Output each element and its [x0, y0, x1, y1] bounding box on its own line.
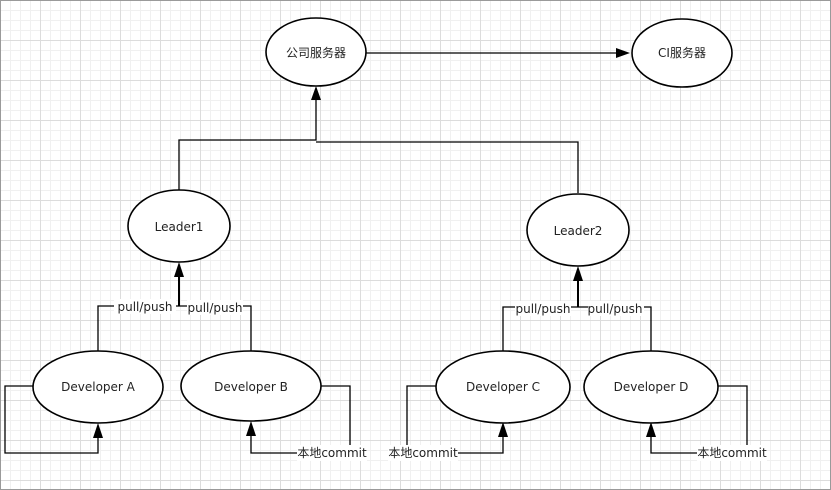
edge-leader1-to-company — [178, 100, 317, 190]
label-bg-c-local — [388, 445, 458, 461]
node-ci-server: CI服务器 — [631, 18, 733, 88]
label-bg-d-local — [697, 445, 767, 461]
node-developer-d: Developer D — [583, 350, 719, 424]
node-label-leader1: Leader1 — [155, 220, 204, 234]
arrowhead-leader2 — [573, 266, 583, 281]
node-label-developer-b: Developer B — [214, 380, 288, 394]
edge-label-b-pull-push: pull/push — [187, 301, 242, 315]
label-bg-c — [515, 301, 571, 316]
node-leader2: Leader2 — [526, 193, 630, 267]
node-company-server: 公司服务器 — [265, 17, 367, 87]
arrowhead-leader1 — [174, 262, 184, 277]
node-label-developer-a: Developer A — [61, 380, 136, 394]
label-bg-a — [114, 299, 176, 314]
node-developer-c: Developer C — [435, 350, 571, 424]
label-bg-b — [187, 300, 243, 315]
edge-label-c-pull-push: pull/push — [515, 302, 570, 316]
arrowhead-deva-local — [93, 423, 103, 438]
node-developer-a: Developer A — [32, 350, 164, 424]
node-label-company-server: 公司服务器 — [286, 45, 346, 60]
edge-deva-local-loop — [4, 385, 99, 454]
node-label-developer-d: Developer D — [614, 380, 689, 394]
arrowhead-ci — [616, 48, 630, 58]
edge-label-d-pull-push: pull/push — [587, 302, 642, 316]
arrowhead-devc-local — [498, 422, 508, 437]
node-label-ci-server: CI服务器 — [658, 45, 706, 60]
arrowhead-devd-local — [646, 422, 656, 437]
edge-label-c-local-commit: 本地commit — [388, 446, 458, 460]
node-developer-b: Developer B — [180, 350, 322, 422]
node-label-developer-c: Developer C — [466, 380, 540, 394]
label-bg-b-local — [297, 445, 367, 461]
arrowhead-company — [311, 86, 321, 100]
label-bg-d — [588, 301, 644, 316]
node-leader1: Leader1 — [127, 189, 231, 263]
edge-label-b-local-commit: 本地commit — [297, 446, 367, 460]
arrowhead-devb-local — [246, 421, 256, 436]
edge-label-d-local-commit: 本地commit — [697, 446, 767, 460]
node-label-leader2: Leader2 — [554, 224, 603, 238]
edge-label-a-pull-push: pull/push — [117, 300, 172, 314]
edge-leader2-to-company — [316, 141, 579, 193]
